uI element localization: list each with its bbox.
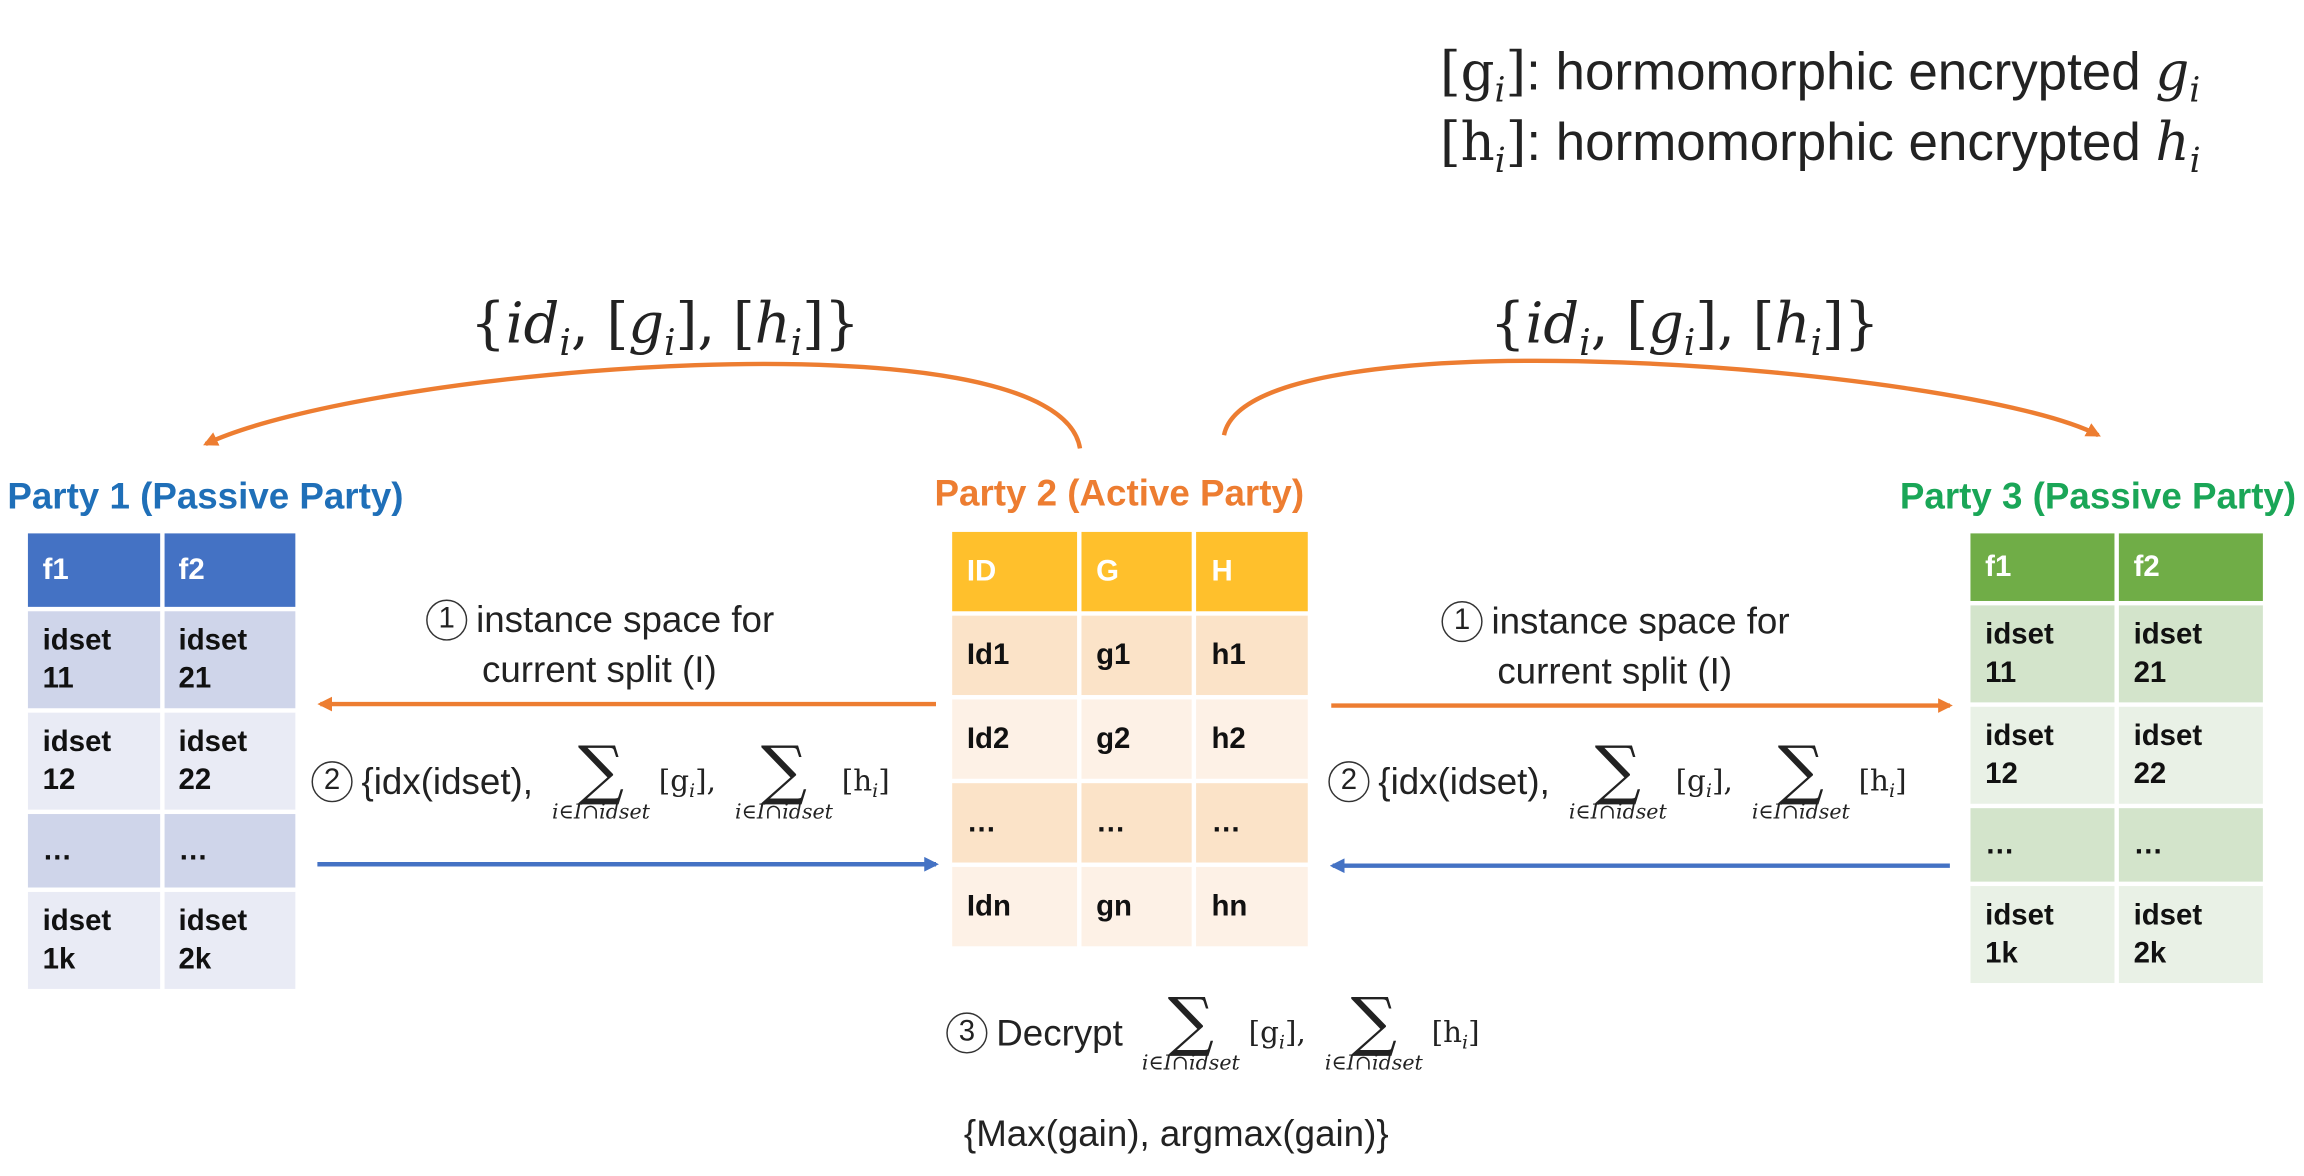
sum-g-symbol: ∑i∈I∩idset xyxy=(1141,984,1240,1076)
legend-line-h: [hi]: hormomorphic encrypted hi xyxy=(1440,111,2201,182)
step3-number-badge: 3 xyxy=(946,1011,988,1053)
party2-cell: Idn xyxy=(952,866,1078,947)
party3-header-f2: f2 xyxy=(2118,533,2263,601)
party2-cell: Id2 xyxy=(952,699,1078,779)
party2-cell: … xyxy=(1196,783,1308,863)
party2-title: Party 2 (Active Party) xyxy=(934,473,1305,515)
step1-number-badge: 1 xyxy=(1441,600,1483,643)
party2-cell: g2 xyxy=(1081,699,1193,779)
legend-line-g: [gi]: hormomorphic encrypted gi xyxy=(1440,41,2201,111)
step2-label-left: 2{idx(idset), ∑i∈I∩idset[gi], ∑i∈I∩idset… xyxy=(311,733,890,825)
party3-header-f1: f1 xyxy=(1970,533,2115,601)
party3-cell: idset 21 xyxy=(2118,605,2263,703)
party1-header-f2: f2 xyxy=(163,533,296,607)
party1-cell: … xyxy=(163,814,296,888)
final-result-label: {Max(gain), argmax(gain)} xyxy=(963,1113,1389,1155)
party1-cell: idset 22 xyxy=(163,712,296,810)
party2-cell: hn xyxy=(1196,866,1308,947)
party1-cell: idset 11 xyxy=(27,611,160,709)
party3-cell: … xyxy=(2118,808,2263,882)
step2-number-badge: 2 xyxy=(311,760,353,802)
party3-cell: idset 2k xyxy=(2118,886,2263,984)
party3-cell: idset 1k xyxy=(1970,886,2115,984)
party3-cell: … xyxy=(1970,808,2115,882)
sum-g-symbol: ∑i∈I∩idset xyxy=(552,733,650,825)
party1-cell: idset 12 xyxy=(27,712,160,810)
sum-h-symbol: ∑i∈I∩idset xyxy=(735,733,833,825)
party2-cell: h1 xyxy=(1196,615,1308,696)
party2-cell: gn xyxy=(1081,866,1193,947)
step1-number-badge: 1 xyxy=(426,599,468,641)
party1-cell: idset 1k xyxy=(27,891,160,989)
party2-cell: h2 xyxy=(1196,699,1308,779)
party3-cell: idset 11 xyxy=(1970,605,2115,703)
payload-label-left: {idi, [gi], [hi]} xyxy=(470,290,860,364)
party1-cell: idset 2k xyxy=(163,891,296,989)
step2-label-right: 2{idx(idset), ∑i∈I∩idset[gi], ∑i∈I∩idset… xyxy=(1328,733,1907,825)
party1-title: Party 1 (Passive Party) xyxy=(7,476,404,518)
party2-header-id: ID xyxy=(952,531,1078,612)
sum-h-symbol: ∑i∈I∩idset xyxy=(1324,984,1423,1076)
party3-table: f1 f2 idset 11 idset 21 idset 12 idset 2… xyxy=(1966,529,2267,987)
sum-h-symbol: ∑i∈I∩idset xyxy=(1751,733,1850,825)
sum-g-symbol: ∑i∈I∩idset xyxy=(1568,733,1667,825)
party1-cell: … xyxy=(27,814,160,888)
party3-title: Party 3 (Passive Party) xyxy=(1899,476,2297,518)
party1-header-f1: f1 xyxy=(27,533,160,607)
curved-arrow-to-party3 xyxy=(1221,358,2101,438)
party2-cell: … xyxy=(1081,783,1193,863)
party3-cell: idset 12 xyxy=(1970,706,2115,804)
curved-arrow-to-party1 xyxy=(203,361,1083,449)
party2-cell: g1 xyxy=(1081,615,1193,696)
party2-cell: … xyxy=(952,783,1078,863)
payload-label-right: {idi, [gi], [hi]} xyxy=(1489,290,1880,364)
party2-cell: Id1 xyxy=(952,615,1078,696)
party2-header-g: G xyxy=(1081,531,1193,612)
party1-table: f1 f2 idset 11 idset 21 idset 12 idset 2… xyxy=(24,529,300,993)
party3-cell: idset 22 xyxy=(2118,706,2263,804)
party2-table: ID G H Id1 g1 h1 Id2 g2 h2 … … … Idn gn … xyxy=(948,528,1312,951)
step2-number-badge: 2 xyxy=(1328,760,1370,802)
party1-cell: idset 21 xyxy=(163,611,296,709)
party2-header-h: H xyxy=(1196,531,1308,612)
